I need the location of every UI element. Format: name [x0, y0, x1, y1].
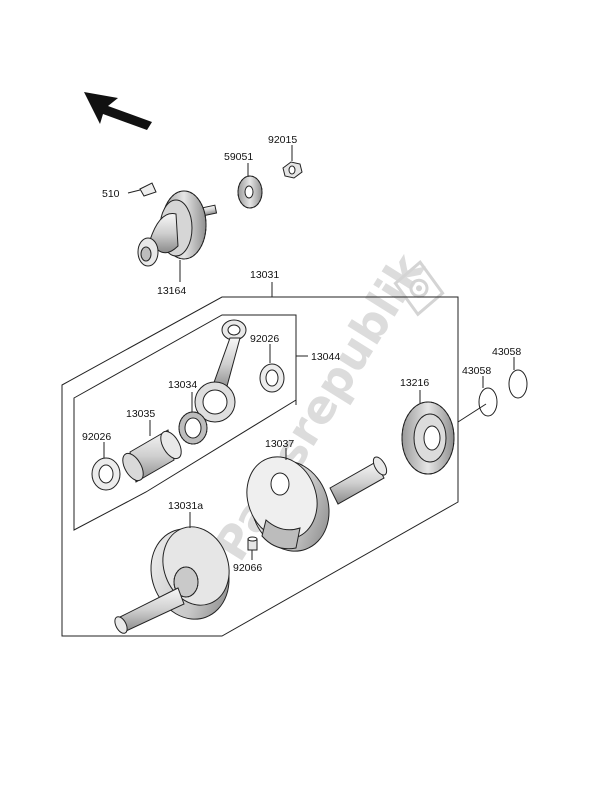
label-13164: 13164	[157, 285, 186, 297]
label-92026-top: 92026	[250, 333, 279, 345]
label-13044: 13044	[311, 351, 340, 363]
crank-half-13037	[246, 456, 388, 552]
label-13035: 13035	[126, 408, 155, 420]
front-arrow-icon	[84, 92, 152, 130]
gear-flag-icon	[393, 260, 445, 317]
needle-bearing-13034	[178, 411, 208, 445]
label-92066: 92066	[233, 562, 262, 574]
balancer-shaft-13164	[137, 190, 218, 267]
label-13037: 13037	[265, 438, 294, 450]
pin-92066	[247, 536, 258, 551]
connecting-rod-13044	[194, 319, 247, 423]
washer-92026-left	[91, 457, 121, 491]
label-13034: 13034	[168, 379, 197, 391]
assembly-box-13031	[61, 296, 459, 637]
gear-59051	[237, 175, 263, 209]
label-13216: 13216	[400, 377, 429, 389]
label-92026-left: 92026	[82, 431, 111, 443]
label-59051: 59051	[224, 151, 253, 163]
crank-half-13031a	[114, 526, 230, 634]
circlip-43058-b	[508, 369, 528, 399]
key-510	[139, 182, 157, 197]
label-43058-a: 43058	[462, 365, 491, 377]
gear-13216	[401, 401, 455, 475]
label-13031a: 13031a	[168, 500, 203, 512]
label-13031: 13031	[250, 269, 279, 281]
nut-92015	[282, 161, 303, 179]
label-92015: 92015	[268, 134, 297, 146]
label-510: 510	[102, 188, 120, 200]
crank-pin-13035	[122, 429, 182, 483]
circlip-43058-a	[478, 387, 498, 417]
label-43058-b: 43058	[492, 346, 521, 358]
washer-92026-top	[259, 363, 285, 393]
